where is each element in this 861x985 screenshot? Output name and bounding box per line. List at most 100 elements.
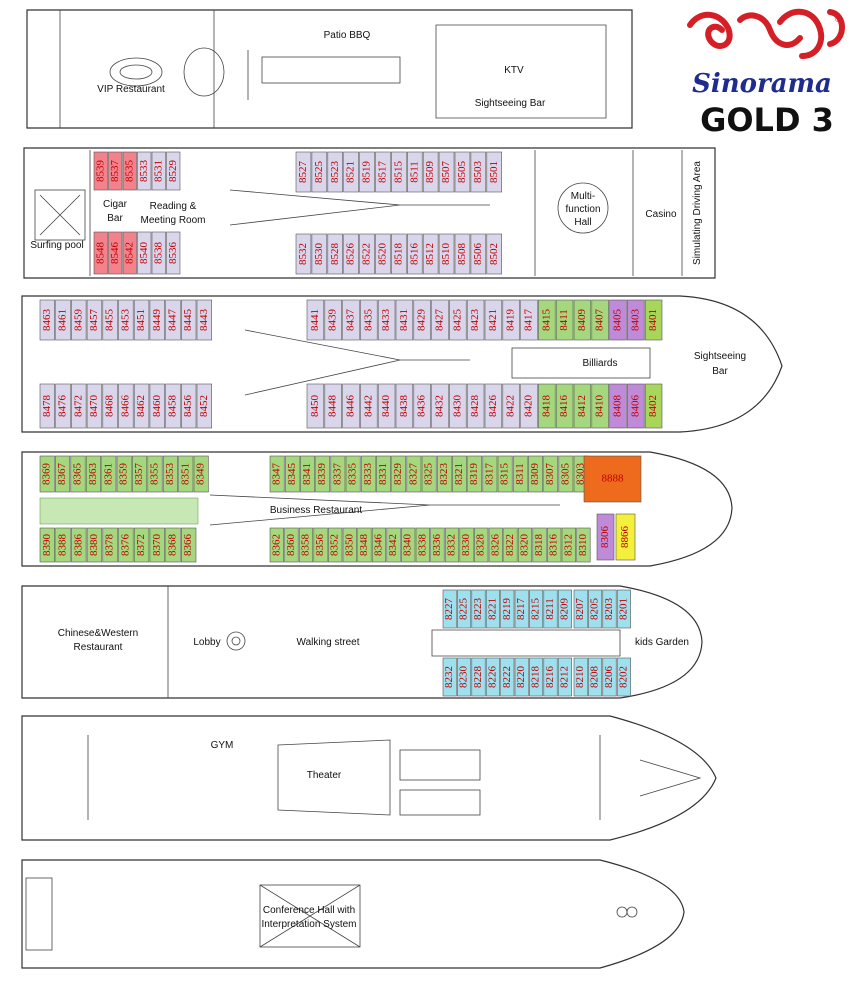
cabin-number: 8212 [558,666,570,688]
cabin-number: 8508 [456,243,468,266]
cabin-box [644,383,663,429]
cabin-8333: 8333 [360,455,376,493]
cabin-8222: 8222 [500,657,515,697]
cabin-number: 8222 [501,666,513,688]
cabin-8548: 8548 [93,231,108,275]
cabin-box [543,657,558,697]
cabin-number: 8378 [104,534,116,557]
cabin-number: 8410 [594,395,606,418]
cabin-box [557,657,572,697]
cabin-8468: 8468 [102,383,118,429]
cabin-box [118,527,134,563]
cabin-number: 8458 [166,395,178,418]
cabin-box [395,383,414,429]
cabin-8526: 8526 [343,233,359,275]
cabin-number: 8510 [440,243,452,266]
cabin-box [165,299,181,341]
cabin-box [459,527,474,563]
cabin-box [311,151,328,193]
chinese-restaurant-label-2: Restaurant [74,642,123,653]
cabin-8437: 8437 [342,299,360,341]
cabin-8340: 8340 [401,527,416,563]
cabin-box [438,233,455,275]
ktv-label: KTV [504,65,524,76]
cabin-8512: 8512 [422,233,439,275]
cabin-number: 8520 [376,243,388,266]
cabin-8426: 8426 [484,383,503,429]
cabin-8353: 8353 [162,455,178,493]
cabin-number: 8437 [345,309,357,332]
cabin-8525: 8525 [311,151,328,193]
cabin-number: 8502 [488,243,500,265]
cabin-8342: 8342 [386,527,401,563]
cabin-box [529,589,544,629]
cabin-box [193,455,209,493]
cabin-number: 8318 [533,534,545,557]
cabin-8228: 8228 [471,657,486,697]
cabin-number: 8542 [123,242,135,264]
cabin-box [401,527,416,563]
cabin-box [454,151,471,193]
cabin-number: 8209 [558,598,570,621]
cabin-box [315,455,331,493]
cabin-8331: 8331 [376,455,391,493]
cabin-number: 8210 [574,666,586,689]
cabin-number: 8225 [458,598,470,621]
cabin-number: 8548 [94,242,106,265]
theater-label: Theater [307,770,342,781]
cabin-8348: 8348 [357,527,372,563]
cabin-box [616,657,631,697]
cabin-box [342,383,360,429]
cabin-8330: 8330 [459,527,474,563]
cabin-8350: 8350 [342,527,357,563]
cabin-number: 8425 [451,309,463,332]
cabin-box [486,233,502,275]
cabin-number: 8303 [575,463,587,486]
cabin-8205: 8205 [588,589,603,629]
cabin-number: 8428 [469,395,481,418]
cabin-number: 8429 [416,309,428,332]
cabin-number: 8388 [57,534,69,557]
cabin-box [391,455,407,493]
cabin-box [421,455,437,493]
cabin-8510: 8510 [438,233,455,275]
cabin-8325: 8325 [421,455,437,493]
cabin-8380: 8380 [86,527,103,563]
cabin-box [485,657,500,697]
registered-mark: ® [835,14,842,24]
cabin-8321: 8321 [452,455,467,493]
cabin-number: 8349 [195,463,207,486]
cabin-number: 8403 [629,309,641,332]
cabin-number: 8466 [119,395,131,418]
cabin-8376: 8376 [118,527,134,563]
cabin-number: 8415 [540,309,552,332]
cabin-number: 8417 [523,309,535,332]
cabin-box [295,233,312,275]
cabin-number: 8472 [72,395,84,417]
cabin-8358: 8358 [298,527,314,563]
cabin-number: 8452 [198,395,210,417]
cabin-box [165,527,181,563]
cabin-number: 8355 [149,463,161,486]
cabin-number: 8207 [574,598,586,621]
labels: Patio BBQ VIP Restaurant KTV Sightseeing… [30,30,746,930]
cabin-number: 8470 [88,395,100,418]
cabin-box [528,455,543,493]
cabin-number: 8335 [347,463,359,486]
cabin-number: 8539 [94,160,106,183]
cabin-box [71,383,87,429]
cabin-8470: 8470 [86,383,103,429]
cabin-box [178,455,194,493]
cabin-box [486,151,502,193]
cabin-number: 8501 [488,161,500,183]
cabin-8522: 8522 [359,233,375,275]
cabin-number: 8888 [602,473,625,485]
cabin-number: 8311 [514,463,526,485]
cabin-8363: 8363 [85,455,101,493]
cabin-number: 8332 [446,534,458,556]
cabin-8410: 8410 [591,383,609,429]
cabin-number: 8376 [119,534,131,557]
cabin-8438: 8438 [395,383,414,429]
dragon-icon [687,8,845,59]
cabin-number: 8322 [504,534,516,556]
